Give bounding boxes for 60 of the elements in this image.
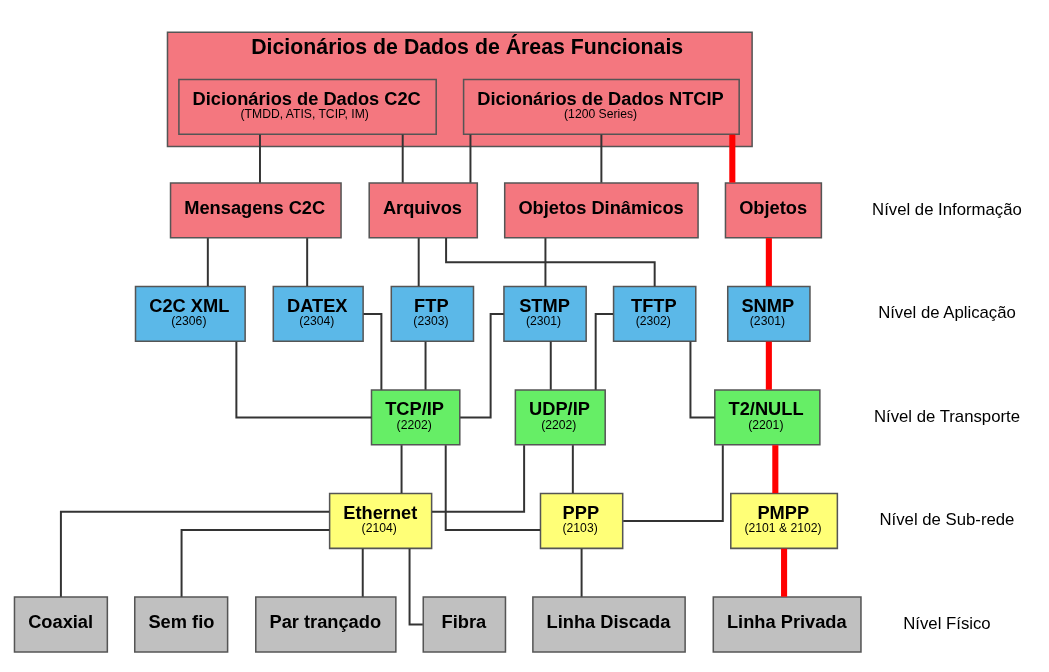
connector: [772, 445, 779, 494]
connector: [781, 548, 788, 597]
node-box: DATEX (2304): [272, 285, 364, 343]
connector: [622, 444, 724, 522]
node-box: Dicionários de Dados NTCIP (1200 Series): [462, 78, 740, 136]
connector: [235, 340, 373, 419]
node-box: Arquivos: [368, 182, 479, 239]
connector: [408, 547, 424, 626]
node-box: Objetos Dinâmicos: [503, 182, 699, 239]
node-box: T2/NULL (2201): [714, 389, 821, 446]
connector: [431, 444, 526, 513]
connector: [445, 237, 656, 288]
node-box: SNMP (2301): [727, 285, 811, 343]
node-box: Linha Privada: [712, 596, 862, 653]
node-box: Linha Discada: [532, 596, 686, 653]
connector: [689, 340, 716, 419]
node-box: Mensagens C2C: [169, 182, 342, 239]
connector: [180, 529, 331, 598]
connector: [59, 510, 331, 598]
label: Nível de Informação: [872, 199, 1022, 219]
node-box: Sem fio: [134, 596, 229, 653]
connector: [417, 237, 420, 288]
connector: [206, 237, 209, 288]
connector: [424, 340, 427, 391]
node-box: UDP/IP (2202): [514, 389, 606, 446]
connector: [594, 312, 615, 391]
connector: [600, 133, 603, 184]
connector: [444, 444, 542, 532]
node-box: TCP/IP (2202): [370, 389, 461, 446]
connector: [765, 238, 772, 287]
connector: [306, 237, 309, 288]
connector: [259, 133, 261, 184]
node-box: C2C XML (2306): [134, 285, 246, 343]
connector: [400, 444, 403, 495]
connector: [361, 547, 364, 598]
connector: [469, 133, 472, 184]
node-box: STMP (2301): [503, 285, 587, 343]
connector: [571, 444, 574, 495]
label: Nível de Transporte: [873, 406, 1021, 426]
connector: [544, 237, 547, 288]
node-box: PPP (2103): [539, 492, 624, 550]
node-box: FTP (2303): [390, 285, 475, 343]
node-box: PMPP (2101 & 2102): [730, 492, 839, 550]
node-box: Par trançado: [255, 596, 397, 653]
node-box: Fibra: [422, 596, 507, 653]
connector: [765, 341, 772, 390]
connector: [729, 134, 736, 183]
node-box: Objetos: [724, 182, 823, 239]
node-box: Dicionários de Dados C2C (TMDD, ATIS, TCIP, IM): [178, 78, 437, 136]
connector: [362, 312, 383, 391]
label: Nível de Sub-rede: [879, 510, 1015, 530]
connector: [459, 312, 505, 419]
connector: [580, 547, 583, 598]
node-box: Ethernet (2104): [328, 492, 433, 550]
label: Nível de Aplicação: [878, 303, 1016, 323]
node-box: Coaxial: [13, 596, 109, 653]
label: Nível Físico: [903, 613, 991, 633]
node-box: TFTP (2302): [612, 285, 697, 343]
connector: [549, 340, 552, 391]
connector: [401, 133, 404, 184]
